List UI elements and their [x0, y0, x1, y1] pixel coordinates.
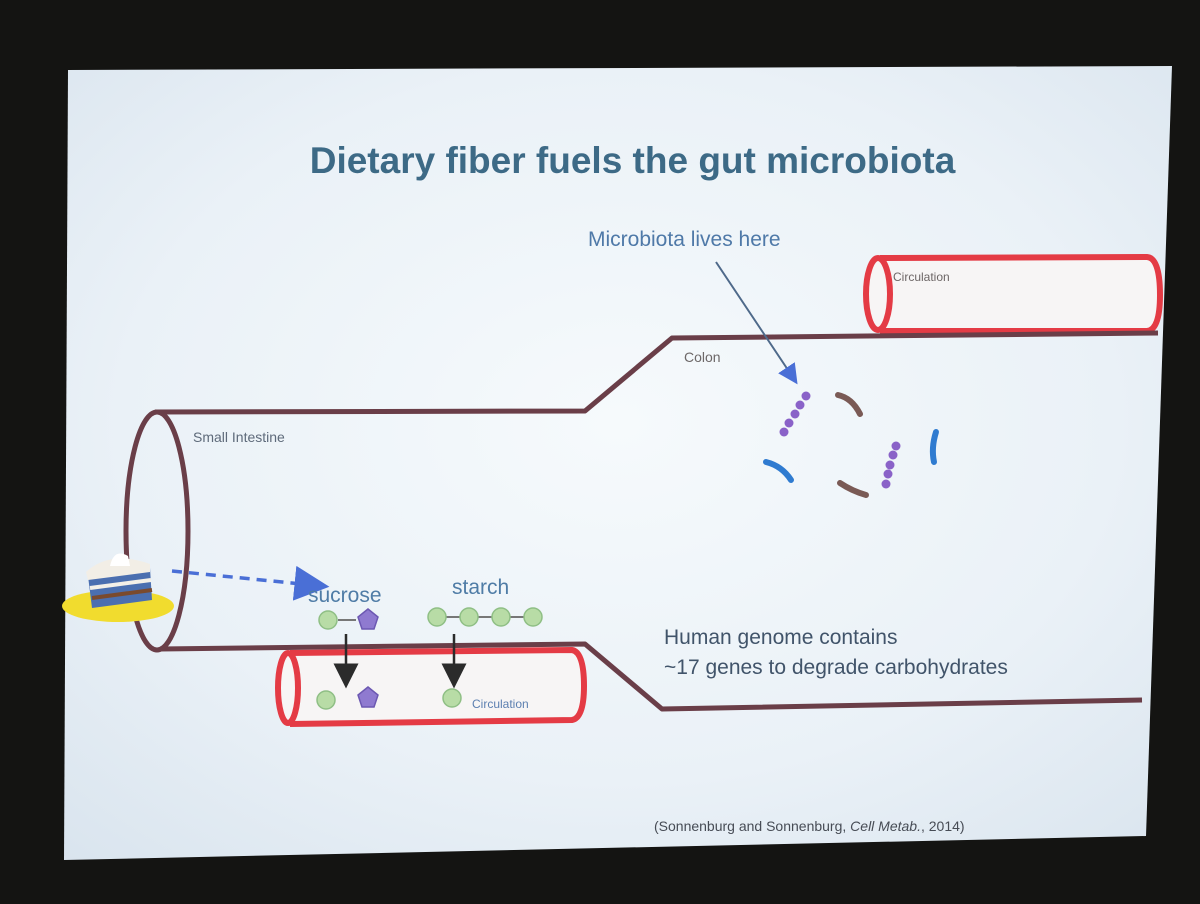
- colon-label: Colon: [684, 349, 721, 365]
- monomer-circle-icon: [523, 607, 543, 627]
- ingestion-arrow: [171, 565, 330, 601]
- monomer-circle-icon: [316, 690, 336, 710]
- slide-background: [64, 66, 1172, 860]
- citation-suffix: , 2014): [920, 818, 965, 834]
- microbe-icon: [837, 480, 869, 498]
- sucrose-label: sucrose: [308, 584, 382, 607]
- microbe-icon: [929, 429, 939, 465]
- monomer-circle-icon: [459, 607, 479, 627]
- citation-journal: Cell Metab.: [850, 818, 921, 834]
- intestine-bottom-wall: [159, 641, 1143, 712]
- sucrose-molecule: [318, 608, 379, 630]
- monomer-circle-icon: [491, 607, 511, 627]
- small-intestine-opening: [123, 409, 191, 653]
- callout-pointer: [715, 261, 798, 385]
- citation: (Sonnenburg and Sonnenburg, Cell Metab.,…: [654, 818, 965, 834]
- microbes: [763, 391, 939, 498]
- monomer-circle-icon: [442, 688, 462, 708]
- genome-note-line2: ~17 genes to degrade carbohydrates: [664, 656, 1008, 679]
- microbe-icon: [881, 441, 901, 489]
- circulation-label-top: Circulation: [893, 270, 950, 284]
- pentagon-sugar-icon: [357, 686, 379, 708]
- cake-icon: [62, 553, 174, 622]
- genome-note-line1: Human genome contains: [664, 626, 898, 649]
- pentagon-sugar-icon: [357, 608, 379, 630]
- circulation-label-bottom: Circulation: [472, 697, 529, 711]
- microbe-icon: [763, 459, 794, 483]
- small-intestine-label: Small Intestine: [193, 429, 285, 445]
- intestine-tube: [123, 330, 1159, 712]
- starch-molecule: [427, 607, 543, 627]
- microbe-icon: [779, 391, 811, 437]
- slide-title: Dietary fiber fuels the gut microbiota: [309, 140, 956, 181]
- microbe-icon: [835, 392, 863, 417]
- starch-label: starch: [452, 576, 510, 599]
- intestine-top-wall: [154, 330, 1159, 415]
- monomer-circle-icon: [427, 607, 447, 627]
- monomer-circle-icon: [318, 610, 338, 630]
- circulation-vessel-bottom: [275, 646, 588, 727]
- citation-prefix: (Sonnenburg and Sonnenburg,: [654, 818, 851, 834]
- circulation-vessel-top: [863, 253, 1164, 334]
- microbiota-callout: Microbiota lives here: [588, 228, 781, 251]
